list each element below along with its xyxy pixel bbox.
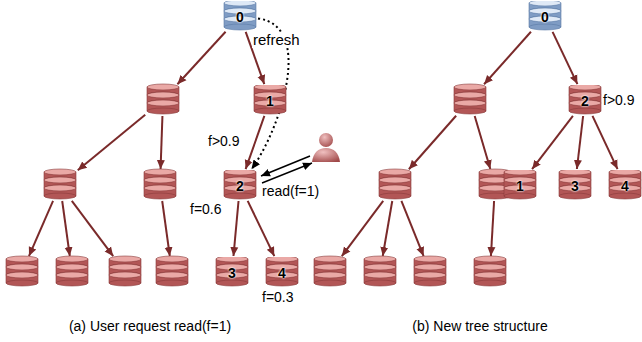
- database-icon: [224, 1, 256, 30]
- node-number: 0: [528, 9, 562, 25]
- annotation-label: f=0.3: [262, 289, 294, 305]
- database-icon: [147, 84, 179, 114]
- annotation-label: f>0.9: [603, 92, 635, 108]
- database-icon: [504, 170, 536, 199]
- database-icon: [364, 256, 396, 286]
- tree-link: [233, 201, 238, 256]
- tree-link: [401, 201, 423, 256]
- database-icon: [6, 256, 38, 286]
- database-node: 0: [223, 1, 257, 31]
- database-node: 0: [528, 1, 562, 31]
- database-node: 1: [253, 85, 287, 115]
- edge-label: refresh: [252, 32, 301, 48]
- tree-link: [161, 116, 163, 169]
- database-icon: [559, 170, 591, 199]
- node-number: 2: [568, 93, 602, 109]
- database-icon: [379, 169, 411, 199]
- tree-link: [162, 201, 170, 256]
- database-icon: [224, 170, 256, 199]
- tree-link: [491, 201, 494, 256]
- database-icon: [44, 169, 76, 199]
- database-icon: [56, 256, 88, 286]
- database-icon: [569, 85, 601, 114]
- tree-link: [484, 32, 531, 85]
- database-icon: [254, 85, 286, 114]
- database-icon: [414, 256, 446, 286]
- node-number: 2: [223, 178, 257, 194]
- database-icon: [156, 256, 188, 286]
- database-node: 3: [558, 170, 592, 200]
- database-icon: [454, 84, 486, 114]
- tree-link: [248, 201, 275, 256]
- node-number: 3: [558, 178, 592, 194]
- annotation-label: f>0.9: [208, 133, 240, 149]
- tree-link: [577, 116, 583, 169]
- database-icon: [144, 169, 176, 199]
- user-icon: [312, 133, 340, 162]
- tree-link: [409, 116, 456, 170]
- database-node: 4: [265, 257, 299, 287]
- database-icon: [474, 256, 506, 286]
- caption-label: (a) User request read(f=1): [69, 318, 231, 334]
- tree-link: [246, 116, 265, 169]
- database-node: 4: [608, 170, 642, 200]
- database-icon: [266, 257, 298, 286]
- database-icon: [529, 1, 561, 30]
- database-icon: [609, 170, 641, 199]
- database-node: 1: [503, 170, 537, 200]
- tree-link: [78, 115, 145, 171]
- tree-link: [383, 201, 392, 256]
- tree-link: [177, 32, 225, 85]
- tree-link: [532, 116, 573, 169]
- tree-link: [342, 201, 383, 256]
- reply-arrow: [262, 163, 312, 183]
- annotation-label: f=0.6: [190, 201, 222, 217]
- database-node: 3: [215, 257, 249, 287]
- tree-link: [475, 116, 491, 169]
- node-number: 4: [265, 265, 299, 281]
- node-number: 3: [215, 265, 249, 281]
- database-node: 2: [568, 85, 602, 115]
- tree-link: [72, 201, 113, 256]
- node-number: 1: [503, 178, 537, 194]
- tree-link: [592, 116, 617, 169]
- tree-link: [29, 201, 53, 256]
- database-icon: [109, 256, 141, 286]
- node-number: 4: [608, 178, 642, 194]
- database-icon: [314, 256, 346, 286]
- caption-label: (b) New tree structure: [412, 318, 547, 334]
- database-icon: [216, 257, 248, 286]
- node-number: 0: [223, 9, 257, 25]
- tree-link: [62, 201, 70, 256]
- annotation-label: read(f=1): [262, 183, 319, 199]
- tree-link: [553, 32, 578, 84]
- database-node: 2: [223, 170, 257, 200]
- node-number: 1: [253, 93, 287, 109]
